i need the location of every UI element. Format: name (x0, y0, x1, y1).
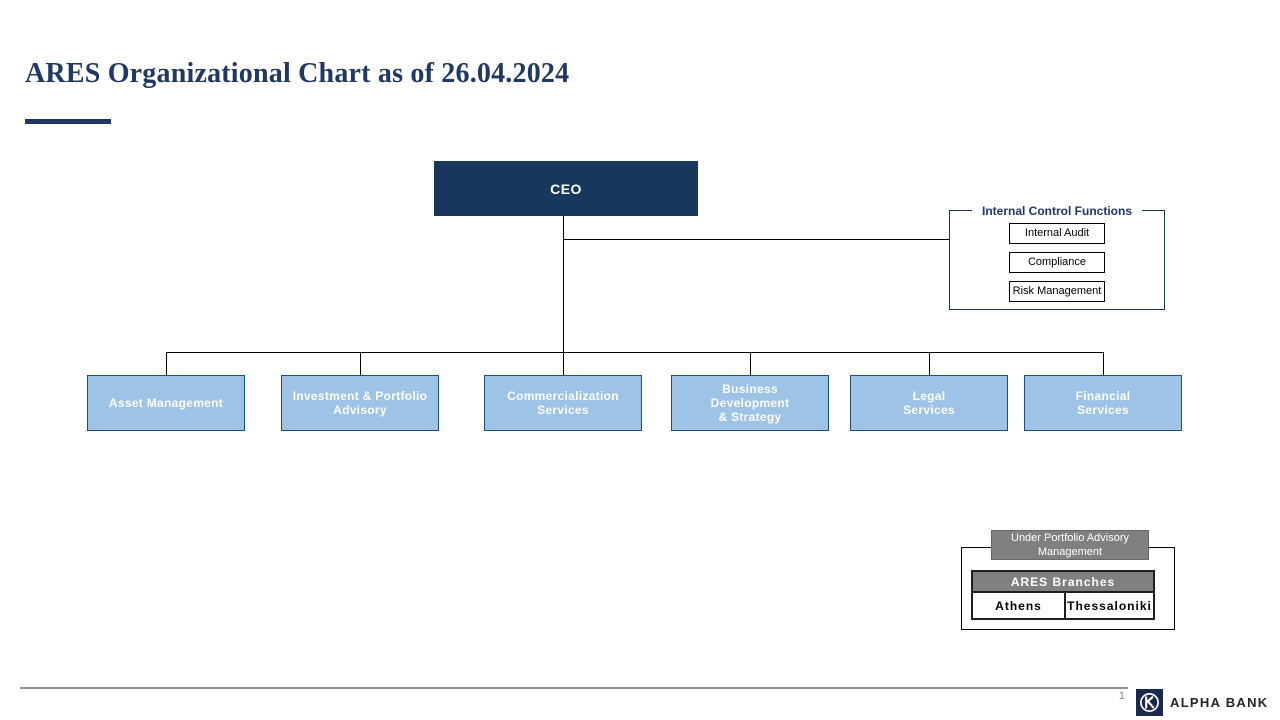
connector-stub-investment-advisory (360, 352, 361, 375)
page-title: ARES Organizational Chart as of 26.04.20… (25, 58, 570, 89)
connector-department-row (166, 352, 1104, 353)
connector-stub-business-development (750, 352, 751, 375)
org-node-risk-management: Risk Management (1009, 281, 1105, 302)
page-number: 1 (1118, 690, 1125, 702)
org-node-investment-portfolio-advisory: Investment & Portfolio Advisory (281, 375, 439, 431)
internal-control-functions-title: Internal Control Functions (972, 204, 1142, 218)
brand-name: ALPHA BANK (1170, 695, 1269, 710)
org-node-compliance: Compliance (1009, 252, 1105, 273)
footer-divider (20, 687, 1128, 689)
org-node-business-development-strategy: Business Development & Strategy (671, 375, 829, 431)
ares-branches-header: ARES Branches (973, 572, 1153, 593)
connector-ceo-vertical (563, 216, 564, 375)
ares-branches-cells: Athens Thessaloniki (973, 593, 1153, 618)
internal-control-functions-group: Internal Control Functions Internal Audi… (949, 204, 1165, 310)
connector-to-internal-control (563, 239, 949, 240)
org-node-internal-audit: Internal Audit (1009, 223, 1105, 244)
connector-stub-financial-services (1103, 352, 1104, 375)
org-node-legal-services: Legal Services (850, 375, 1008, 431)
connector-stub-legal-services (929, 352, 930, 375)
org-node-commercialization-services: Commercialization Services (484, 375, 642, 431)
org-node-asset-management: Asset Management (87, 375, 245, 431)
under-portfolio-advisory-note: Under Portfolio Advisory Management (991, 530, 1149, 560)
org-node-financial-services: Financial Services (1024, 375, 1182, 431)
title-underline (25, 119, 111, 124)
org-node-ceo: CEO (434, 161, 698, 216)
ares-branches-table: ARES Branches Athens Thessaloniki (971, 570, 1155, 620)
branch-cell-thessaloniki: Thessaloniki (1066, 593, 1153, 618)
branch-cell-athens: Athens (973, 593, 1066, 618)
alpha-bank-logo-icon (1136, 689, 1163, 716)
brand-lockup: ALPHA BANK (1136, 689, 1268, 716)
connector-stub-asset-management (166, 352, 167, 375)
